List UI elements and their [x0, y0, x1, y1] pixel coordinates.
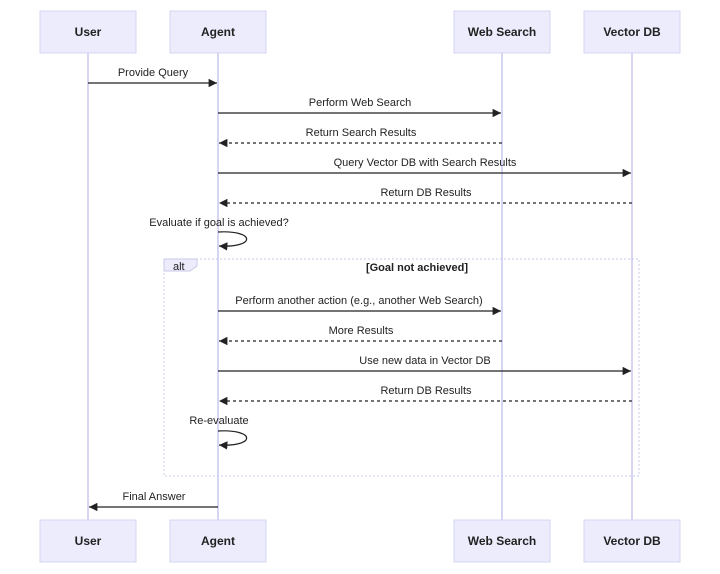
actor-label: Vector DB	[603, 534, 661, 548]
alt-frame: alt [Goal not achieved]	[163, 258, 640, 477]
message-label: Return DB Results	[380, 187, 472, 199]
actor-agent-top: Agent	[169, 10, 267, 54]
message-label: Use new data in Vector DB	[359, 355, 490, 367]
actor-label: User	[75, 534, 102, 548]
actor-label: Vector DB	[603, 25, 661, 39]
actor-label: Agent	[201, 534, 235, 548]
actor-label: User	[75, 25, 102, 39]
actor-label: Agent	[201, 25, 235, 39]
self-message-arrow	[217, 231, 248, 251]
actor-user-bottom: User	[39, 519, 137, 563]
message-label: Query Vector DB with Search Results	[334, 157, 517, 169]
actor-websearch-bottom: Web Search	[453, 519, 551, 563]
message-label: Perform Web Search	[309, 97, 412, 109]
message-label: Evaluate if goal is achieved?	[149, 217, 288, 229]
message-label: Provide Query	[118, 67, 189, 79]
message-label: More Results	[329, 325, 394, 337]
message-label: Perform another action (e.g., another We…	[235, 295, 482, 307]
actor-label: Web Search	[468, 534, 536, 548]
message-label: Final Answer	[123, 491, 186, 503]
actor-label: Web Search	[468, 25, 536, 39]
actor-vectordb-top: Vector DB	[583, 10, 681, 54]
actor-vectordb-bottom: Vector DB	[583, 519, 681, 563]
alt-keyword: alt	[173, 261, 185, 273]
actor-websearch-top: Web Search	[453, 10, 551, 54]
message-label: Return DB Results	[380, 385, 472, 397]
actor-user-top: User	[39, 10, 137, 54]
alt-condition: [Goal not achieved]	[366, 262, 468, 274]
message-label: Re-evaluate	[189, 415, 248, 427]
message-label: Return Search Results	[306, 127, 417, 139]
actor-agent-bottom: Agent	[169, 519, 267, 563]
self-message-arrow	[217, 430, 248, 450]
